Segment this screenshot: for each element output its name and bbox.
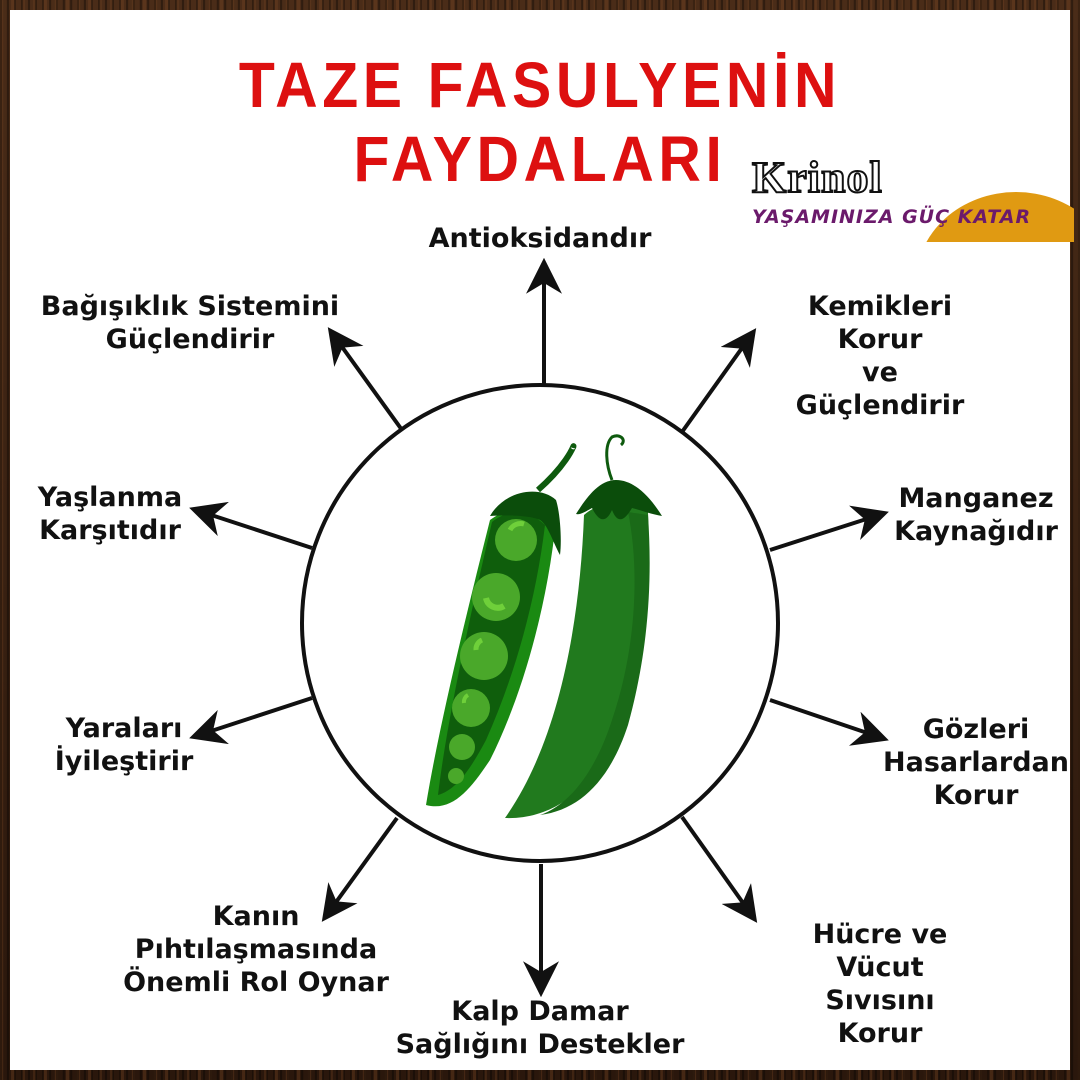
benefit-heart: Kalp Damar Sağlığını Destekler — [395, 996, 685, 1060]
page-title: TAZE FASULYENİN FAYDALARI — [238, 49, 842, 195]
arrow-wounds — [189, 696, 313, 745]
arrow-aging — [189, 501, 313, 550]
logo-name: Krinol — [751, 152, 883, 203]
arrow-manganese — [769, 505, 889, 552]
center-circle — [300, 383, 780, 863]
arrow-eyes — [769, 698, 889, 746]
benefit-wounds: Yaraları İyileştirir — [54, 713, 194, 777]
benefit-antioxidant: Antioksidandır — [428, 223, 652, 254]
benefit-cells: Hücre ve Vücut Sıvısını Korur — [812, 919, 948, 1049]
arrow-bones — [680, 328, 757, 434]
krinol-logo: Krinol YAŞAMINIZA GÜÇ KATAR — [748, 150, 1074, 242]
benefit-aging: Yaşlanma Karşıtıdır — [37, 482, 183, 546]
benefit-manganese: Manganez Kaynağıdır — [894, 483, 1058, 547]
benefit-eyes: Gözleri Hasarlardan Korur — [883, 714, 1069, 811]
arrow-blood — [321, 816, 399, 922]
arrow-immune — [327, 327, 404, 432]
benefit-bones: Kemikleri Korur ve Güçlendirir — [795, 291, 965, 421]
logo-tagline: YAŞAMINIZA GÜÇ KATAR — [752, 206, 1032, 228]
benefit-immune: Bağışıklık Sistemini Güçlendirir — [40, 291, 340, 355]
benefit-blood: Kanın Pıhtılaşmasında Önemli Rol Oynar — [123, 901, 389, 998]
green-beans-icon — [426, 434, 662, 819]
arrow-cells — [680, 815, 758, 923]
